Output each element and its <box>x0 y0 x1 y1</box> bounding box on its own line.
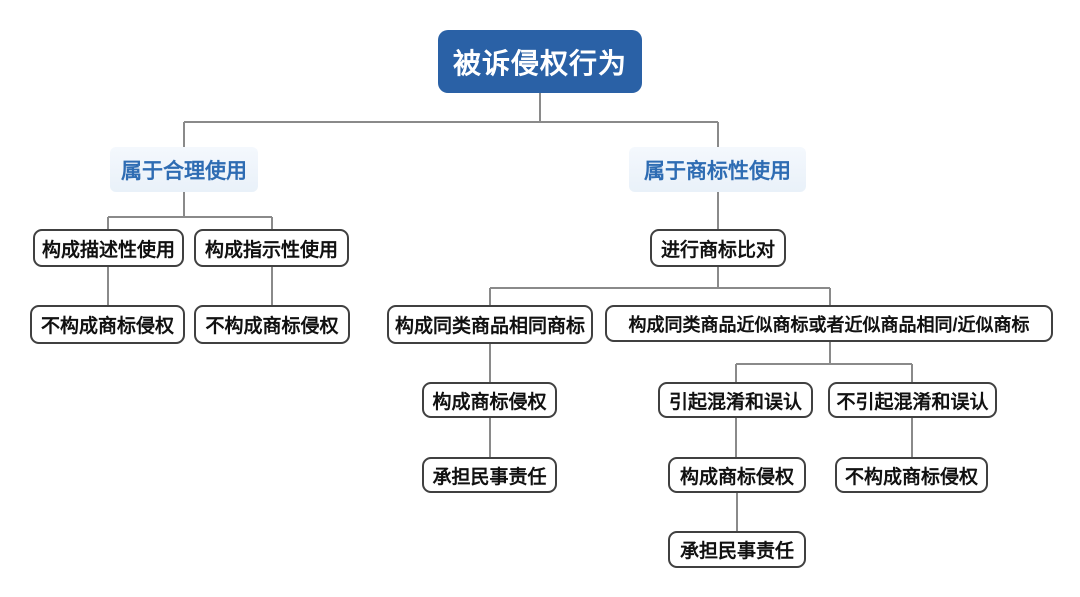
node-same-mark-infringement: 构成商标侵权 <box>422 382 557 418</box>
node-descriptive-use: 构成描述性使用 <box>33 229 184 267</box>
node-same-goods-same-mark: 构成同类商品相同商标 <box>387 305 593 344</box>
node-trademark-compare: 进行商标比对 <box>650 229 786 267</box>
node-confusion-infringement: 构成商标侵权 <box>668 457 806 493</box>
node-causes-confusion: 引起混淆和误认 <box>658 382 813 418</box>
node-no-confusion: 不引起混淆和误认 <box>828 382 997 418</box>
node-same-mark-civil-liability: 承担民事责任 <box>422 457 557 493</box>
node-no-confusion-no-infringement: 不构成商标侵权 <box>835 457 988 493</box>
node-accused-infringement: 被诉侵权行为 <box>438 30 642 93</box>
node-indicative-use: 构成指示性使用 <box>194 229 349 267</box>
node-descriptive-no-infringement: 不构成商标侵权 <box>30 305 185 344</box>
node-trademark-use-header: 属于商标性使用 <box>629 147 806 192</box>
node-fair-use-header: 属于合理使用 <box>110 147 258 192</box>
node-confusion-civil-liability: 承担民事责任 <box>668 531 806 568</box>
node-similar-goods-mark: 构成同类商品近似商标或者近似商品相同/近似商标 <box>605 305 1053 342</box>
node-indicative-no-infringement: 不构成商标侵权 <box>194 305 350 344</box>
